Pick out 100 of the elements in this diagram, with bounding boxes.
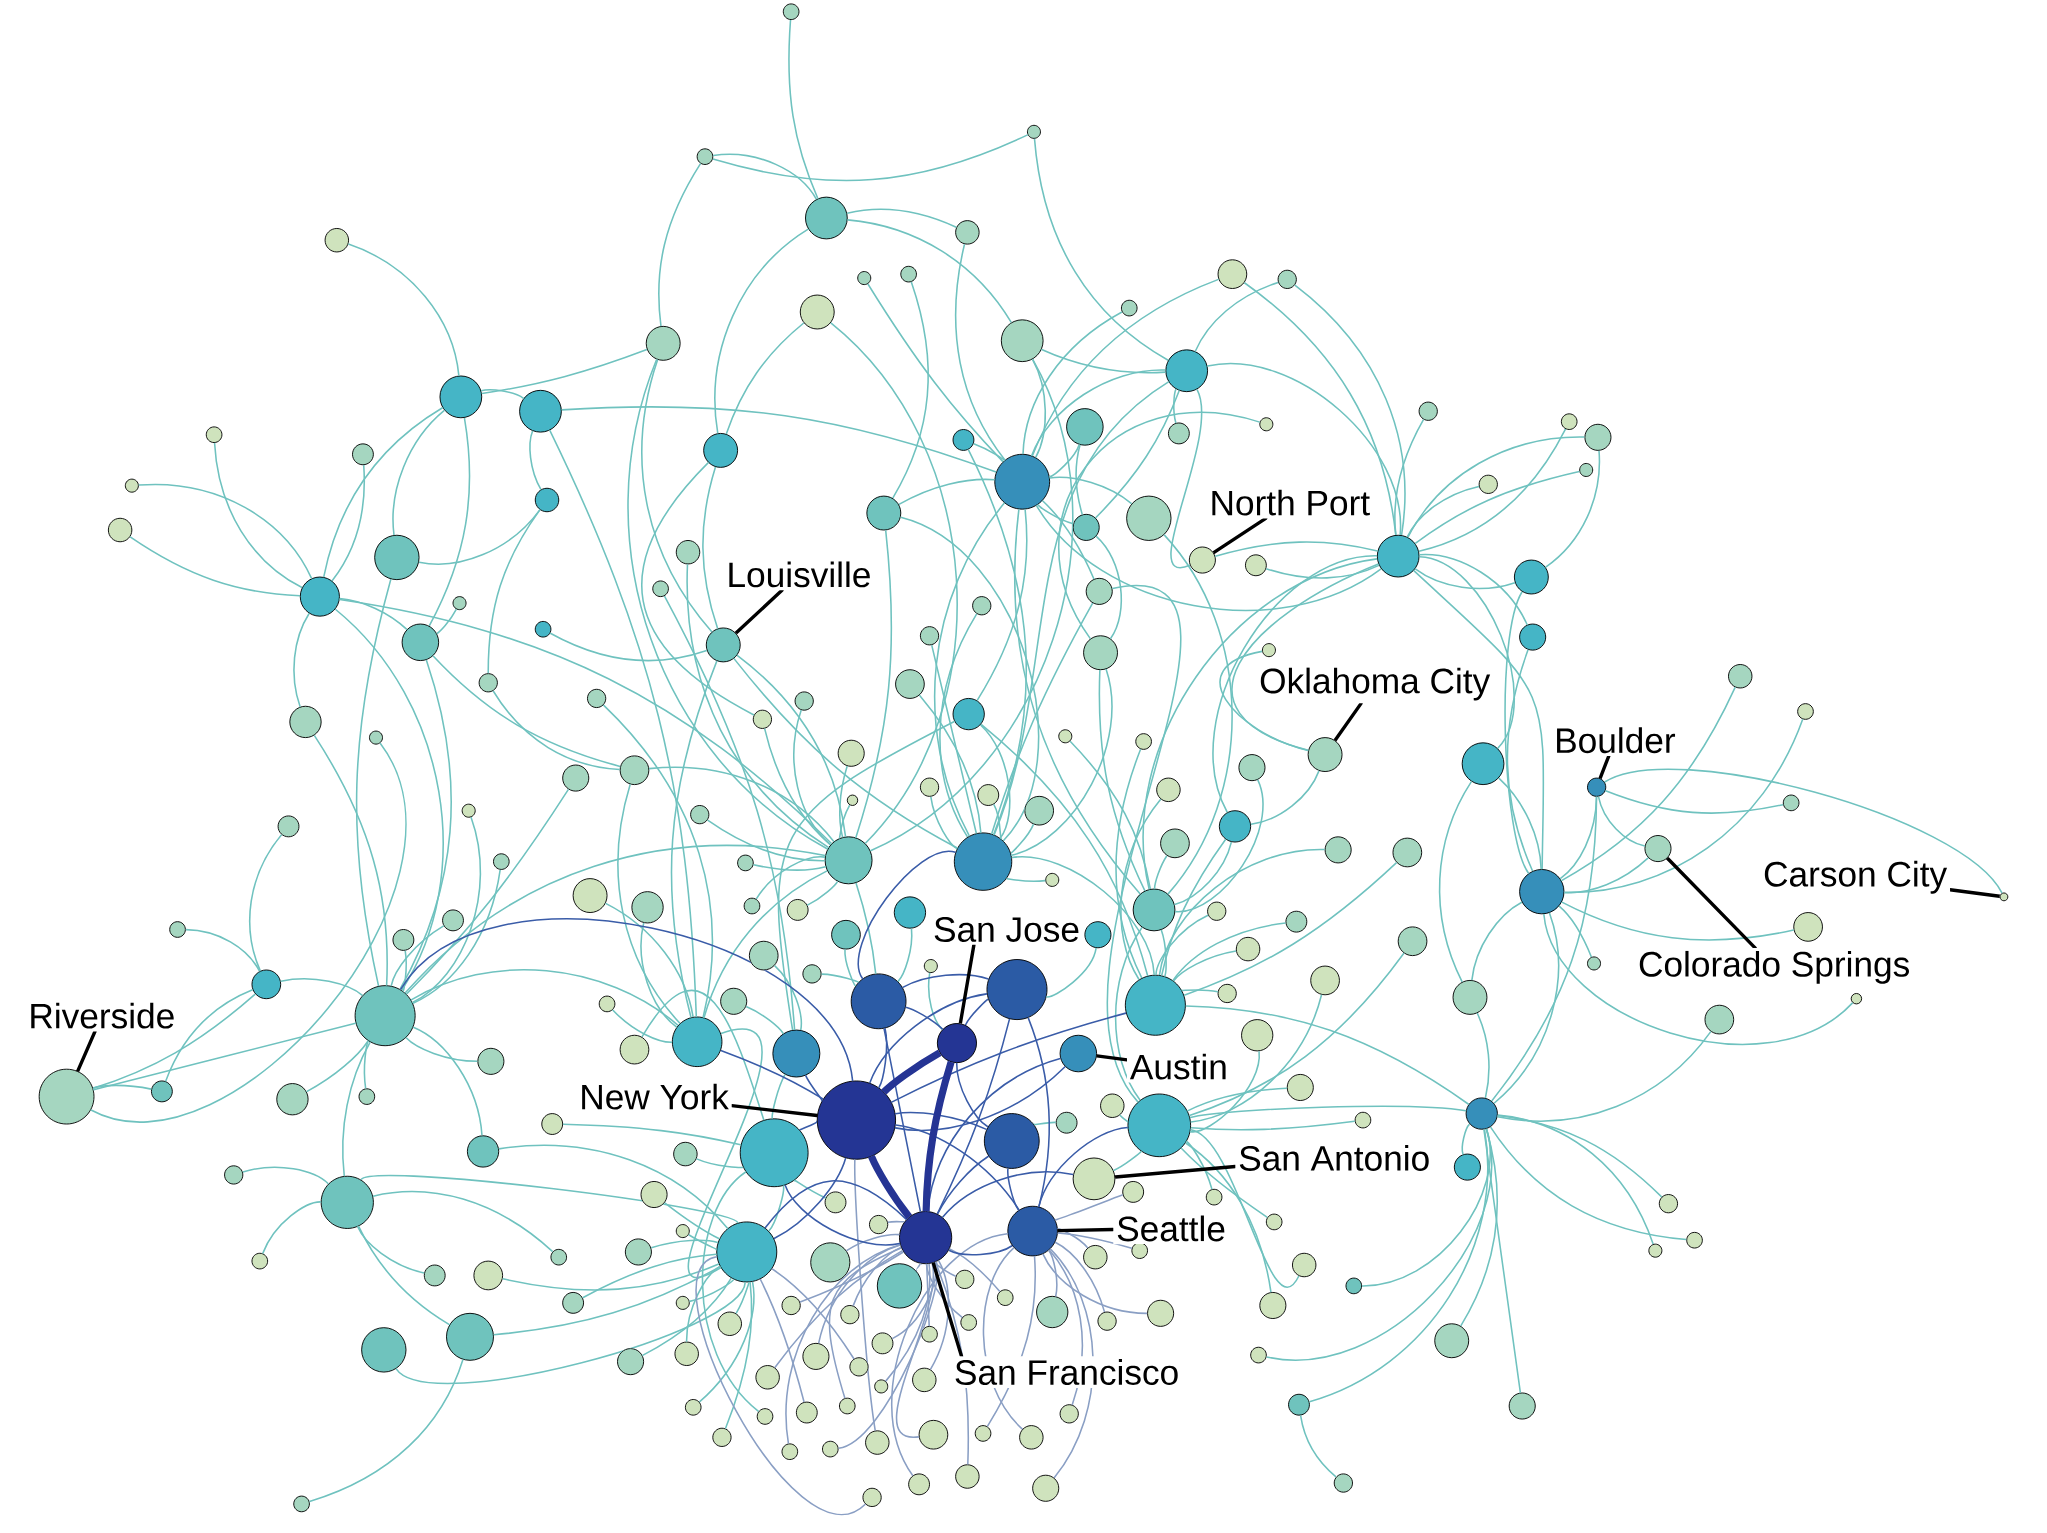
- link-curve: [869, 993, 988, 1084]
- network-node: [205, 426, 223, 444]
- network-node: [810, 1242, 851, 1283]
- leader-line: [76, 1029, 97, 1073]
- network-node: [1167, 422, 1190, 445]
- link-curve: [1054, 1241, 1106, 1313]
- network-node: [1453, 1153, 1481, 1181]
- network-node: [1461, 742, 1505, 786]
- link-curve: [641, 989, 765, 1121]
- link-curve: [1158, 848, 1326, 976]
- network-node: [900, 266, 917, 283]
- network-node: [876, 1263, 923, 1309]
- link-curve: [1483, 1128, 1522, 1394]
- network-node: [1120, 300, 1138, 317]
- network-node: [816, 1080, 897, 1160]
- network-node: [955, 1464, 980, 1489]
- link-curve: [764, 1180, 908, 1229]
- link-curve: [1094, 390, 1180, 519]
- link-curve: [777, 720, 956, 1031]
- link-curve: [1544, 450, 1601, 569]
- leader-line: [734, 588, 784, 635]
- network-node: [169, 921, 186, 938]
- network-node: [1127, 1093, 1192, 1158]
- link-curve: [855, 882, 877, 975]
- link-curve: [724, 1281, 753, 1430]
- network-node: [446, 1313, 494, 1361]
- link-curve: [308, 1359, 464, 1503]
- network-node: [799, 294, 835, 330]
- link-curve: [331, 464, 366, 582]
- network-node: [805, 196, 848, 240]
- link-curve: [1173, 388, 1177, 424]
- network-node: [1207, 901, 1227, 921]
- link-curve: [1057, 1232, 1133, 1250]
- network-node: [1132, 888, 1176, 932]
- link-curve: [725, 322, 805, 435]
- link-curve: [1170, 388, 1203, 569]
- network-node: [955, 1269, 975, 1290]
- link-curve: [688, 1278, 735, 1303]
- network-node: [919, 777, 940, 797]
- link-curve: [1185, 1140, 1213, 1191]
- link-curve: [313, 734, 388, 987]
- network-node: [908, 1473, 930, 1496]
- network-node: [289, 706, 322, 739]
- link-curve: [92, 1084, 152, 1091]
- network-node: [1434, 1323, 1470, 1359]
- link-curve: [846, 208, 958, 229]
- network-node: [1658, 1194, 1679, 1214]
- link-curve: [1045, 947, 1097, 998]
- network-node: [986, 959, 1048, 1021]
- network-node: [1217, 259, 1248, 290]
- link-curve: [1194, 281, 1279, 353]
- network-node: [1478, 474, 1498, 495]
- link-curve: [1250, 770, 1320, 826]
- link-curve: [641, 359, 713, 633]
- network-node: [320, 1175, 374, 1230]
- leader-line: [1211, 516, 1268, 555]
- link-curve: [1560, 686, 1736, 882]
- network-node: [562, 764, 590, 792]
- network-node: [696, 148, 714, 166]
- leader-line: [1113, 1165, 1237, 1179]
- network-node: [587, 689, 607, 709]
- link-curve: [1219, 650, 1309, 752]
- network-node: [598, 995, 616, 1013]
- network-node: [277, 815, 300, 838]
- network-node: [1007, 1206, 1058, 1257]
- link-curve: [927, 972, 944, 1031]
- link-curve: [695, 1158, 744, 1169]
- network-node: [720, 988, 748, 1015]
- network-node: [1156, 777, 1181, 803]
- network-node: [645, 326, 681, 361]
- network-node: [1059, 1035, 1098, 1073]
- network-node: [401, 623, 440, 662]
- link-curve: [1040, 348, 1167, 374]
- network-node: [1452, 980, 1488, 1015]
- link-curve: [1106, 586, 1182, 1103]
- network-node: [1218, 810, 1252, 843]
- network-node: [550, 1249, 568, 1266]
- network-node: [752, 709, 772, 730]
- link-curve: [617, 783, 681, 1025]
- link-curve: [929, 1260, 950, 1371]
- link-curve: [976, 508, 1028, 702]
- link-curve: [529, 430, 542, 491]
- link-curve: [867, 1153, 913, 1221]
- network-node: [703, 433, 739, 468]
- link-curve: [897, 928, 913, 983]
- link-curve: [990, 602, 1094, 835]
- link-curve: [838, 765, 848, 839]
- leader-line: [958, 943, 976, 1026]
- link-curve: [939, 613, 978, 838]
- network-node: [1513, 559, 1549, 595]
- network-node: [871, 1332, 894, 1355]
- link-curve: [1214, 541, 1379, 558]
- link-curve: [793, 1179, 827, 1199]
- network-node: [1135, 733, 1152, 750]
- network-node: [1026, 125, 1041, 139]
- network-node: [1587, 777, 1607, 797]
- link-curve: [702, 466, 719, 630]
- network-node: [712, 1427, 732, 1448]
- link-curve: [1418, 554, 1528, 626]
- network-node: [1392, 837, 1423, 868]
